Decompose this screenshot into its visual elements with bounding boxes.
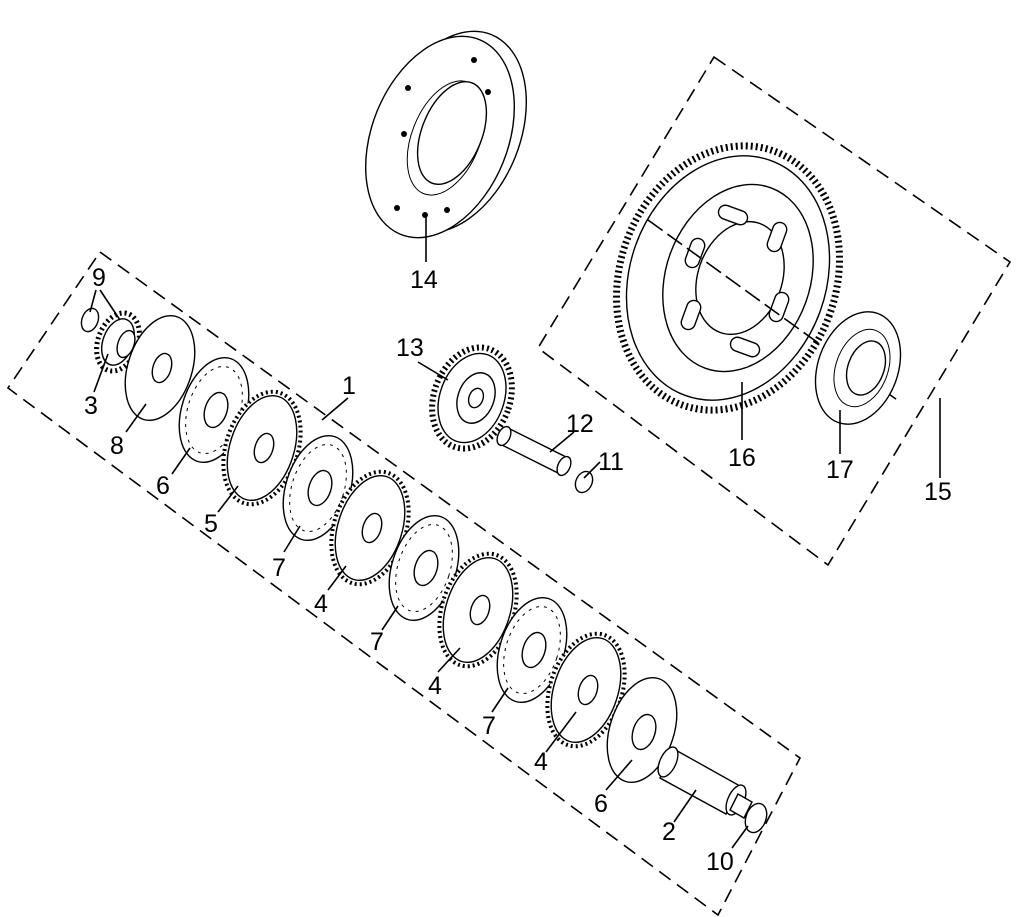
large-gear-part-16 — [613, 142, 901, 414]
assembly-1-boundary — [6, 250, 802, 917]
callout-9: 9 — [92, 264, 106, 292]
callout-2: 2 — [662, 818, 676, 846]
callout-17: 17 — [826, 456, 854, 484]
callout-15: 15 — [924, 478, 952, 506]
callout-12: 12 — [566, 410, 594, 438]
clip-part-9 — [80, 307, 100, 333]
plate-part-6-bottom — [606, 676, 678, 784]
callout-7-b: 7 — [370, 628, 384, 656]
friction-disc-part-7-b — [388, 514, 460, 622]
flange-ring-part-14 — [364, 30, 528, 239]
clip-part-11 — [574, 470, 594, 494]
pin-part-12 — [496, 425, 572, 477]
callout-10: 10 — [706, 848, 734, 876]
friction-disc-part-7-c — [496, 596, 568, 704]
assembly-15-boundary — [536, 55, 1012, 567]
callout-4-a: 4 — [314, 590, 328, 618]
callout-4-b: 4 — [428, 672, 442, 700]
bearing-part-17 — [814, 311, 902, 425]
callout-6-bottom: 6 — [594, 790, 608, 818]
callout-5: 5 — [204, 510, 218, 538]
callout-4-c: 4 — [534, 748, 548, 776]
splined-shaft-part-2 — [657, 746, 753, 819]
washer-part-8 — [124, 314, 196, 422]
callout-11: 11 — [598, 448, 624, 476]
callout-3: 3 — [84, 392, 98, 420]
callout-13: 13 — [396, 334, 424, 362]
callout-16: 16 — [728, 444, 756, 472]
callout-8: 8 — [110, 432, 124, 460]
leader-lines — [89, 216, 941, 849]
callout-6-top: 6 — [156, 472, 170, 500]
clip-part-10 — [744, 802, 768, 834]
callout-1: 1 — [342, 372, 356, 400]
gear-part-13 — [429, 344, 515, 452]
callout-7-a: 7 — [272, 554, 286, 582]
callout-14: 14 — [410, 266, 438, 294]
callout-labels: 9 3 8 6 5 1 7 4 7 4 7 4 6 2 10 11 12 13 … — [84, 264, 952, 876]
callout-7-c: 7 — [482, 712, 496, 740]
